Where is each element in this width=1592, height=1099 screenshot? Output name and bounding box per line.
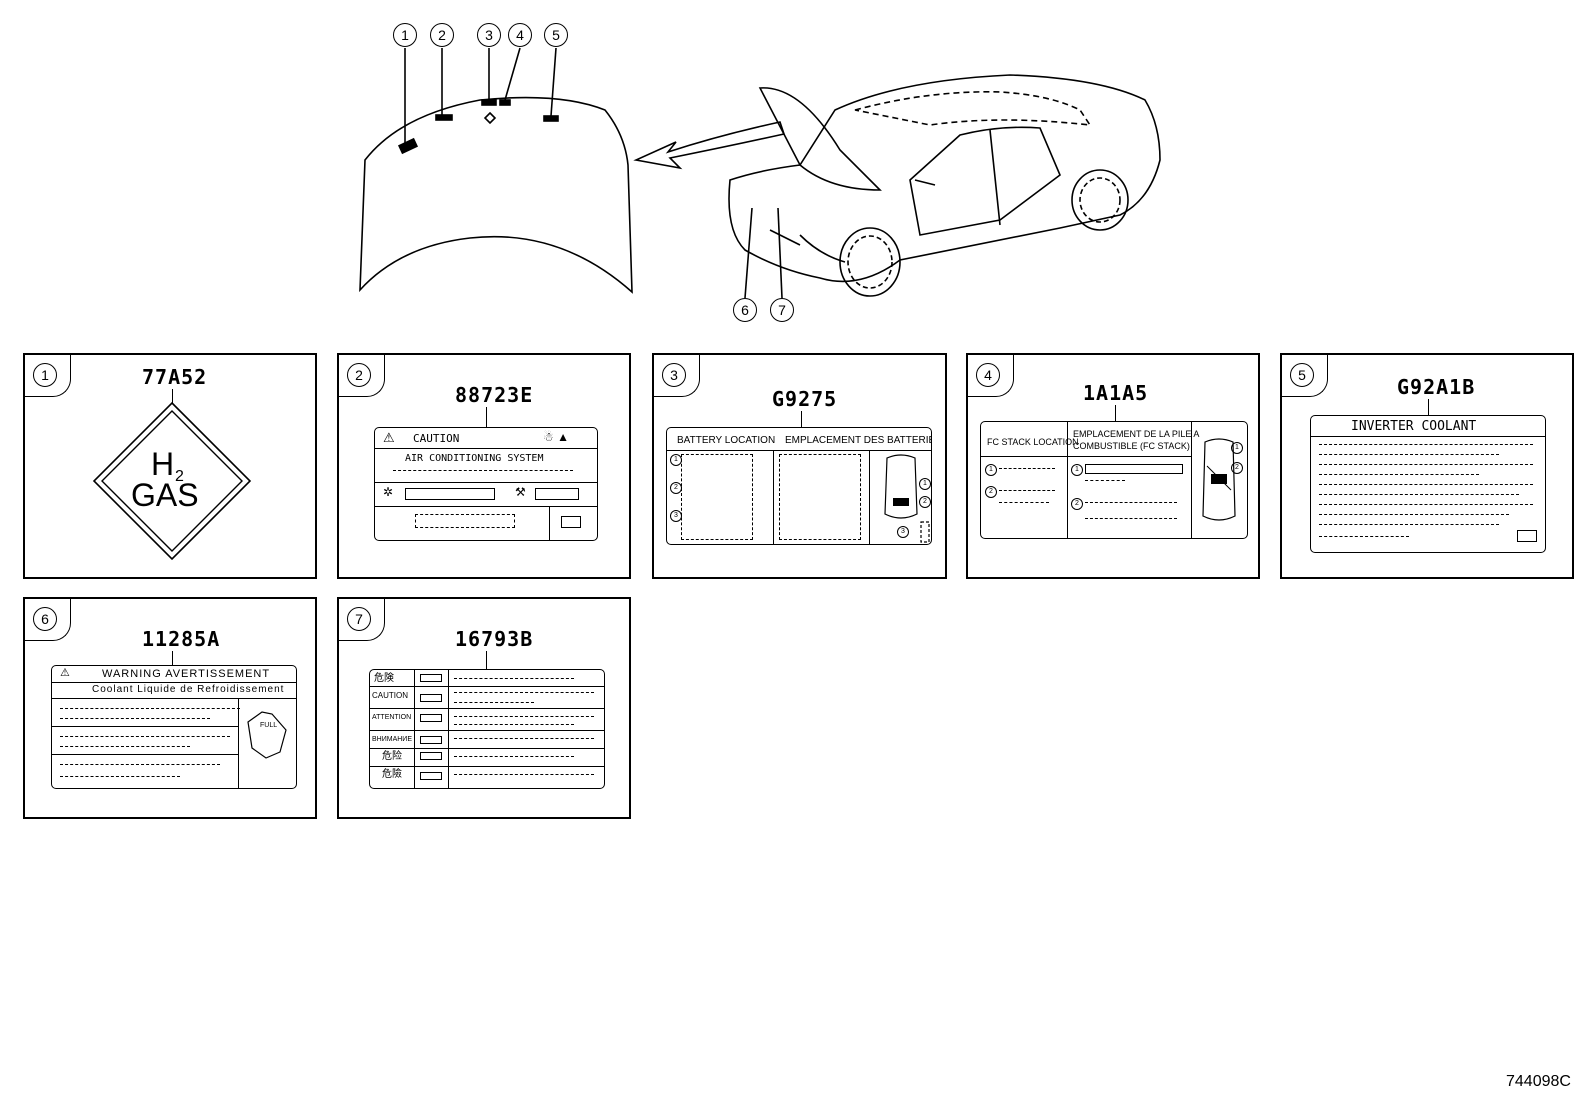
panel-number: 5 [1290, 363, 1314, 387]
caution-row-label: 危险 [382, 751, 402, 762]
direction-arrow [633, 121, 786, 170]
label-panel-3: 3 G9275 BATTERY LOCATION EMPLACEMENT DES… [652, 353, 947, 579]
fc-stack-header-fr-2: COMBUSTIBLE (FC STACK) [1073, 441, 1190, 451]
inverter-coolant-heading: INVERTER COOLANT [1351, 419, 1477, 434]
panel-number: 3 [662, 363, 686, 387]
hood-callout: 2 [430, 23, 454, 47]
vehicle-callout: 7 [770, 298, 794, 322]
service-icon: ⚒ [515, 485, 526, 499]
ac-system-text: AIR CONDITIONING SYSTEM [405, 453, 544, 464]
part-number: 16793B [455, 627, 534, 651]
hood-callout: 1 [393, 23, 417, 47]
part-number: G9275 [772, 387, 838, 411]
gas-label-subscript: 2 [175, 468, 184, 485]
panel-number: 1 [33, 363, 57, 387]
caution-row-label: CAUTION [372, 691, 408, 700]
caution-heading: CAUTION [413, 432, 460, 445]
location-marker: 2 [919, 496, 931, 508]
inverter-coolant-label: INVERTER COOLANT [1310, 415, 1546, 553]
coolant-subheading: Coolant Liquide de Refroidissement [92, 684, 285, 695]
overview-illustration: 1 2 3 4 5 6 7 [0, 0, 1592, 335]
location-marker: 3 [897, 526, 909, 538]
gas-label-h: H [151, 446, 175, 482]
hood-callout: 3 [477, 23, 501, 47]
coolant-warning-label: ⚠ WARNING AVERTISSEMENT Coolant Liquide … [51, 665, 297, 789]
hood-callout: 5 [544, 23, 568, 47]
ac-icons: ☃ ▲ [543, 430, 569, 444]
part-number: 88723E [455, 383, 534, 407]
warning-triangle-icon: ⚠ [60, 667, 70, 679]
caution-label: ⚠ CAUTION ☃ ▲ AIR CONDITIONING SYSTEM ✲ … [374, 427, 598, 541]
caution-row-label: 危険 [374, 673, 394, 684]
figure-id: 744098C [1506, 1073, 1571, 1090]
location-marker: 1 [1231, 442, 1243, 454]
battery-location-header-fr: EMPLACEMENT DES BATTERIES [785, 435, 932, 446]
warning-triangle-icon: ⚠ [383, 430, 395, 445]
location-marker: 1 [919, 478, 931, 490]
multilingual-caution-label: 危険 CAUTION ATTENTION BHИMAHИE 危险 危險 [369, 669, 605, 789]
hydrogen-gas-diamond-icon [92, 401, 252, 561]
fc-stack-location-label: FC STACK LOCATION EMPLACEMENT DE LA PILE… [980, 421, 1248, 539]
panel-number: 2 [347, 363, 371, 387]
caution-row-label: 危險 [382, 769, 402, 780]
gas-label-gas: GAS [131, 477, 199, 513]
part-number: G92A1B [1397, 375, 1476, 399]
fc-stack-header-fr-1: EMPLACEMENT DE LA PILE A [1073, 429, 1200, 439]
vehicle-outline [728, 74, 1161, 283]
label-panel-7: 7 16793B 危険 CAUTION ATTENTION BHИMAHИE 危… [337, 597, 631, 819]
label-panel-2: 2 88723E ⚠ CAUTION ☃ ▲ AIR CONDITIONING … [337, 353, 631, 579]
fc-stack-header: FC STACK LOCATION [987, 437, 1079, 447]
coolant-reservoir-icon [247, 711, 287, 759]
gear-icon: ✲ [383, 485, 394, 499]
location-marker: 2 [1231, 462, 1243, 474]
part-number: 11285A [142, 627, 221, 651]
vehicle-callout: 6 [733, 298, 757, 322]
panel-number: 4 [976, 363, 1000, 387]
battery-location-label: BATTERY LOCATION EMPLACEMENT DES BATTERI… [666, 427, 932, 545]
caution-row-label: ATTENTION [372, 714, 412, 721]
part-number: 77A52 [142, 365, 208, 389]
label-panel-1: 1 77A52 H 2 GAS [23, 353, 317, 579]
vehicle-top-view-icon [884, 454, 930, 543]
coolant-reservoir-text: FULL [260, 722, 278, 729]
caution-row-label: BHИMAHИE [372, 736, 413, 743]
label-panel-5: 5 G92A1B INVERTER COOLANT [1280, 353, 1574, 579]
hood-callout: 4 [508, 23, 532, 47]
warning-heading: WARNING AVERTISSEMENT [102, 668, 271, 680]
vehicle-top-view-icon [1202, 438, 1236, 521]
panel-number: 6 [33, 607, 57, 631]
battery-location-header: BATTERY LOCATION [677, 435, 776, 446]
hood-and-vehicle-drawing [359, 47, 1161, 299]
label-panel-6: 6 11285A ⚠ WARNING AVERTISSEMENT Coolant… [23, 597, 317, 819]
part-number: 1A1A5 [1083, 381, 1149, 405]
hood-outline [359, 96, 633, 294]
label-panel-4: 4 1A1A5 FC STACK LOCATION EMPLACEMENT DE… [966, 353, 1260, 579]
panel-number: 7 [347, 607, 371, 631]
